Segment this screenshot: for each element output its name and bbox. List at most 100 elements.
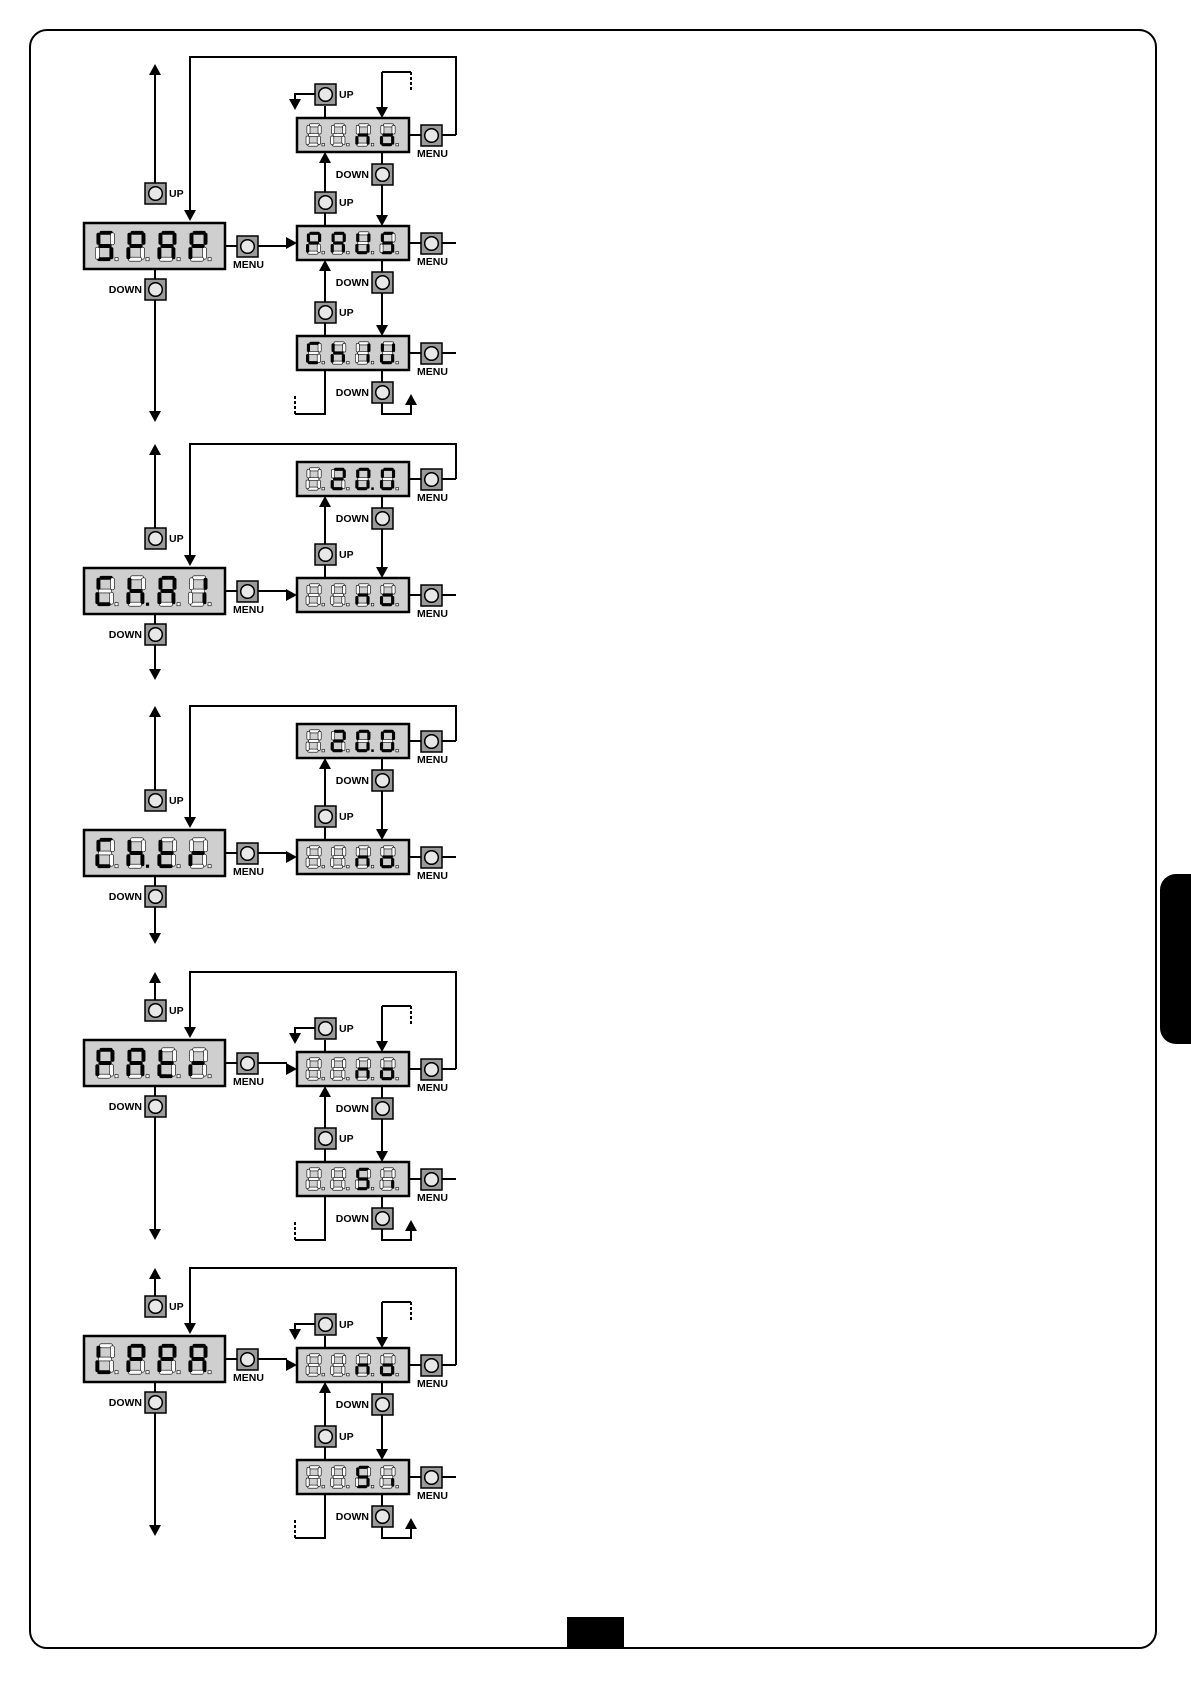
nav-up-arrow-icon (149, 972, 161, 983)
menu-button[interactable]: MENU (417, 585, 448, 620)
down-button-label: DOWN (109, 1397, 142, 1409)
down-button[interactable]: DOWN (336, 770, 393, 791)
menu-button[interactable]: MENU (417, 1059, 448, 1094)
down-button[interactable]: DOWN (109, 279, 166, 300)
menu-button[interactable]: MENU (417, 1169, 448, 1204)
down-button[interactable]: DOWN (109, 1392, 166, 1413)
menu-enter-arrow-icon (286, 851, 297, 863)
button-circle-icon (149, 1100, 163, 1114)
menu-button[interactable]: MENU (417, 1467, 448, 1502)
down-button[interactable]: DOWN (109, 886, 166, 907)
wrap-in-arrow-icon (376, 107, 388, 118)
button-circle-icon (319, 810, 333, 824)
wrap-up-arrow-icon (405, 1220, 417, 1231)
down-button-label: DOWN (109, 891, 142, 903)
nav-up-arrow-icon (149, 64, 161, 75)
button-circle-icon (425, 589, 439, 603)
up-button[interactable]: UP (145, 183, 184, 204)
button-circle-icon (376, 386, 390, 400)
down-button-label: DOWN (336, 277, 369, 289)
main-display-chai (84, 568, 225, 614)
down-button[interactable]: DOWN (336, 1506, 393, 1527)
up-button[interactable]: UP (145, 1296, 184, 1317)
up-button[interactable]: UP (315, 544, 354, 565)
up-button-label: UP (339, 1023, 354, 1035)
nav-down-arrow-icon (149, 1229, 161, 1240)
up-button[interactable]: UP (315, 1426, 354, 1447)
up-button-label: UP (339, 549, 354, 561)
up-button[interactable]: UP (315, 302, 354, 323)
up-button[interactable]: UP (145, 790, 184, 811)
main-display-patr (84, 1040, 225, 1086)
main-display-lppa (84, 1336, 225, 1382)
up-button[interactable]: UP (315, 192, 354, 213)
menu-button[interactable]: MENU (233, 236, 264, 271)
up-button[interactable]: UP (315, 806, 354, 827)
up-button[interactable]: UP (315, 84, 354, 105)
nav-down-arrow-icon (149, 933, 161, 944)
down-button[interactable]: DOWN (109, 624, 166, 645)
menu-button-label: MENU (233, 259, 264, 271)
wrap-down-arrow-icon (289, 1329, 301, 1340)
down-button-label: DOWN (109, 629, 142, 641)
down-button[interactable]: DOWN (336, 1098, 393, 1119)
option-display-patr-1 (297, 1162, 409, 1196)
up-button-label: UP (339, 1431, 354, 1443)
option-display-spap-2 (297, 336, 409, 370)
up-button-label: UP (169, 1005, 184, 1017)
button-circle-icon (241, 847, 255, 861)
menu-button[interactable]: MENU (233, 843, 264, 878)
up-button-label: UP (169, 795, 184, 807)
down-button[interactable]: DOWN (336, 382, 393, 403)
connector-line (295, 1196, 325, 1240)
button-circle-icon (425, 129, 439, 143)
menu-enter-arrow-icon (286, 1063, 297, 1075)
menu-button[interactable]: MENU (417, 847, 448, 882)
return-arrow-icon (184, 817, 196, 828)
up-button-label: UP (339, 811, 354, 823)
button-circle-icon (149, 794, 163, 808)
button-circle-icon (376, 1510, 390, 1524)
wrap-up-arrow-icon (405, 394, 417, 405)
nav-up-arrow-icon (149, 1268, 161, 1279)
up-button-label: UP (339, 1319, 354, 1331)
down-button[interactable]: DOWN (336, 272, 393, 293)
menu-button[interactable]: MENU (417, 731, 448, 766)
down-button[interactable]: DOWN (336, 164, 393, 185)
menu-button[interactable]: MENU (417, 125, 448, 160)
option-down-arrow-icon (376, 1449, 388, 1460)
main-display-chtr (84, 830, 225, 876)
down-button[interactable]: DOWN (336, 1208, 393, 1229)
menu-button[interactable]: MENU (417, 233, 448, 268)
option-up-arrow-icon (319, 260, 331, 271)
up-button-label: UP (339, 1133, 354, 1145)
menu-enter-arrow-icon (286, 1359, 297, 1371)
button-circle-icon (376, 276, 390, 290)
menu-button-label: MENU (417, 754, 448, 766)
up-button[interactable]: UP (315, 1314, 354, 1335)
button-circle-icon (425, 851, 439, 865)
up-button[interactable]: UP (145, 1000, 184, 1021)
menu-button[interactable]: MENU (417, 343, 448, 378)
up-button[interactable]: UP (145, 528, 184, 549)
up-button[interactable]: UP (315, 1018, 354, 1039)
button-circle-icon (425, 347, 439, 361)
menu-button[interactable]: MENU (417, 469, 448, 504)
menu-button-label: MENU (417, 148, 448, 160)
menu-button-label: MENU (417, 1490, 448, 1502)
down-button[interactable]: DOWN (109, 1096, 166, 1117)
button-circle-icon (376, 1212, 390, 1226)
menu-button[interactable]: MENU (417, 1355, 448, 1390)
up-button-label: UP (339, 89, 354, 101)
menu-button-label: MENU (417, 1378, 448, 1390)
menu-button[interactable]: MENU (233, 581, 264, 616)
button-circle-icon (149, 628, 163, 642)
down-button[interactable]: DOWN (336, 508, 393, 529)
down-button[interactable]: DOWN (336, 1394, 393, 1415)
up-button[interactable]: UP (315, 1128, 354, 1149)
menu-button[interactable]: MENU (233, 1349, 264, 1384)
nav-down-arrow-icon (149, 1525, 161, 1536)
menu-button[interactable]: MENU (233, 1053, 264, 1088)
button-circle-icon (425, 1063, 439, 1077)
